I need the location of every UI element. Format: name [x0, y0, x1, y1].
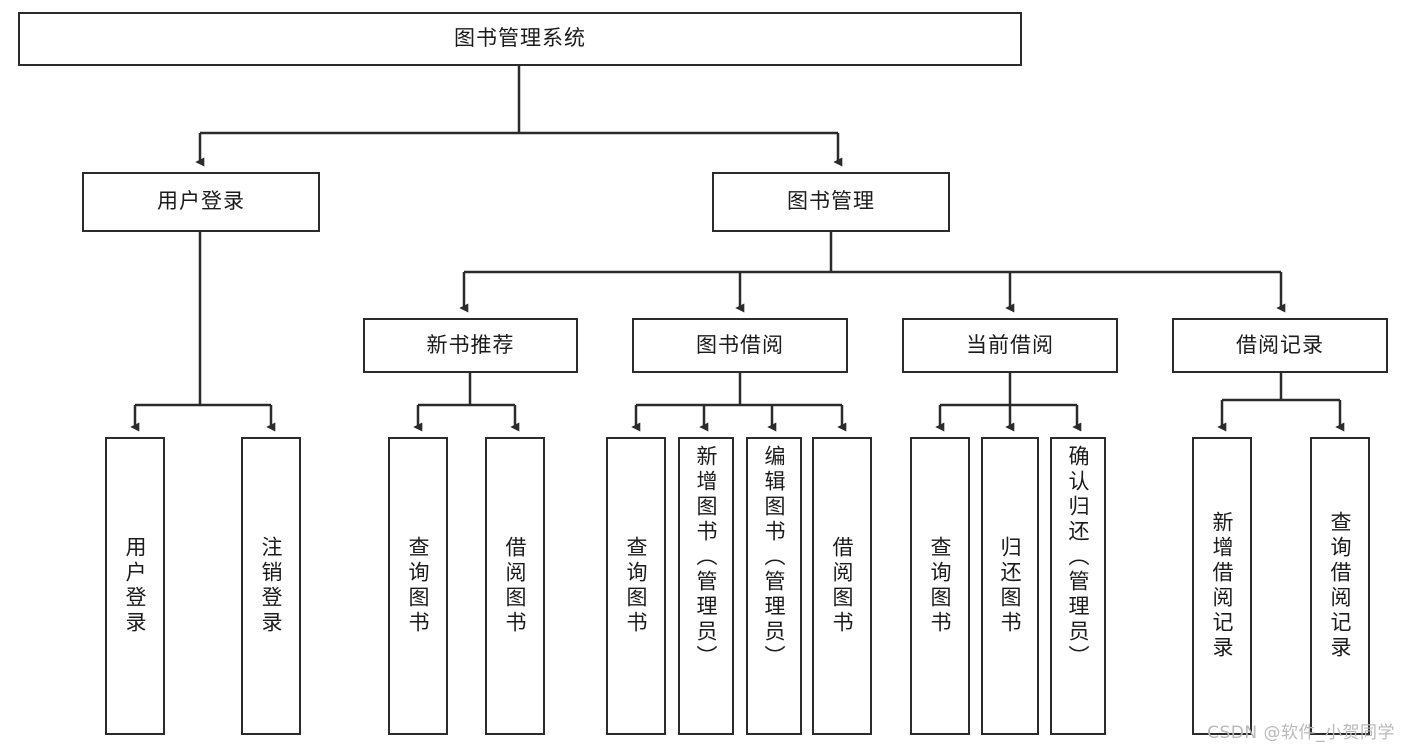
- node-leaf-borrow-book-2[interactable]: 借阅图书: [812, 437, 872, 735]
- node-current-borrow-label: 当前借阅: [966, 332, 1054, 357]
- node-leaf-add-book[interactable]: 新增图书（管理员）: [678, 437, 734, 735]
- node-leaf-add-record-label: 新增借阅记录: [1210, 511, 1235, 661]
- node-leaf-borrow-book-1-label: 借阅图书: [503, 536, 528, 636]
- node-current-borrow[interactable]: 当前借阅: [902, 318, 1118, 373]
- node-leaf-return-book[interactable]: 归还图书: [981, 437, 1039, 735]
- node-leaf-query-book-3-label: 查询图书: [928, 536, 953, 636]
- node-leaf-user-login[interactable]: 用户登录: [105, 437, 165, 735]
- node-leaf-query-book-1[interactable]: 查询图书: [388, 437, 448, 735]
- node-leaf-confirm-return[interactable]: 确认归还（管理员）: [1050, 437, 1106, 735]
- node-book-borrow[interactable]: 图书借阅: [632, 318, 848, 373]
- node-user-login[interactable]: 用户登录: [82, 172, 320, 232]
- node-leaf-return-book-label: 归还图书: [998, 536, 1023, 636]
- watermark-text: CSDN @软件_小贺同学: [1207, 723, 1395, 743]
- node-leaf-query-record-label: 查询借阅记录: [1328, 511, 1353, 661]
- node-leaf-edit-book[interactable]: 编辑图书（管理员）: [746, 437, 802, 735]
- node-user-login-label: 用户登录: [157, 189, 245, 214]
- node-leaf-query-record[interactable]: 查询借阅记录: [1310, 437, 1370, 735]
- node-leaf-edit-book-label: 编辑图书（管理员）: [762, 445, 787, 670]
- node-leaf-logout-label: 注销登录: [259, 536, 284, 636]
- node-leaf-query-book-1-label: 查询图书: [406, 536, 431, 636]
- node-book-management[interactable]: 图书管理: [712, 172, 950, 232]
- node-leaf-logout[interactable]: 注销登录: [241, 437, 301, 735]
- node-root-label: 图书管理系统: [454, 26, 586, 51]
- node-new-book-recommend[interactable]: 新书推荐: [363, 318, 578, 373]
- node-leaf-query-book-3[interactable]: 查询图书: [910, 437, 970, 735]
- node-leaf-query-book-2-label: 查询图书: [624, 536, 649, 636]
- node-leaf-borrow-book-1[interactable]: 借阅图书: [485, 437, 545, 735]
- node-leaf-borrow-book-2-label: 借阅图书: [830, 536, 855, 636]
- node-borrow-record-label: 借阅记录: [1236, 332, 1324, 357]
- node-leaf-query-book-2[interactable]: 查询图书: [606, 437, 666, 735]
- node-book-borrow-label: 图书借阅: [696, 332, 784, 357]
- node-book-management-label: 图书管理: [787, 189, 875, 214]
- node-leaf-confirm-return-label: 确认归还（管理员）: [1066, 445, 1091, 670]
- node-borrow-record[interactable]: 借阅记录: [1172, 318, 1388, 373]
- node-leaf-add-record[interactable]: 新增借阅记录: [1192, 437, 1252, 735]
- node-leaf-add-book-label: 新增图书（管理员）: [694, 445, 719, 670]
- node-leaf-user-login-label: 用户登录: [123, 536, 148, 636]
- node-root[interactable]: 图书管理系统: [18, 12, 1022, 66]
- node-new-book-recommend-label: 新书推荐: [426, 332, 515, 357]
